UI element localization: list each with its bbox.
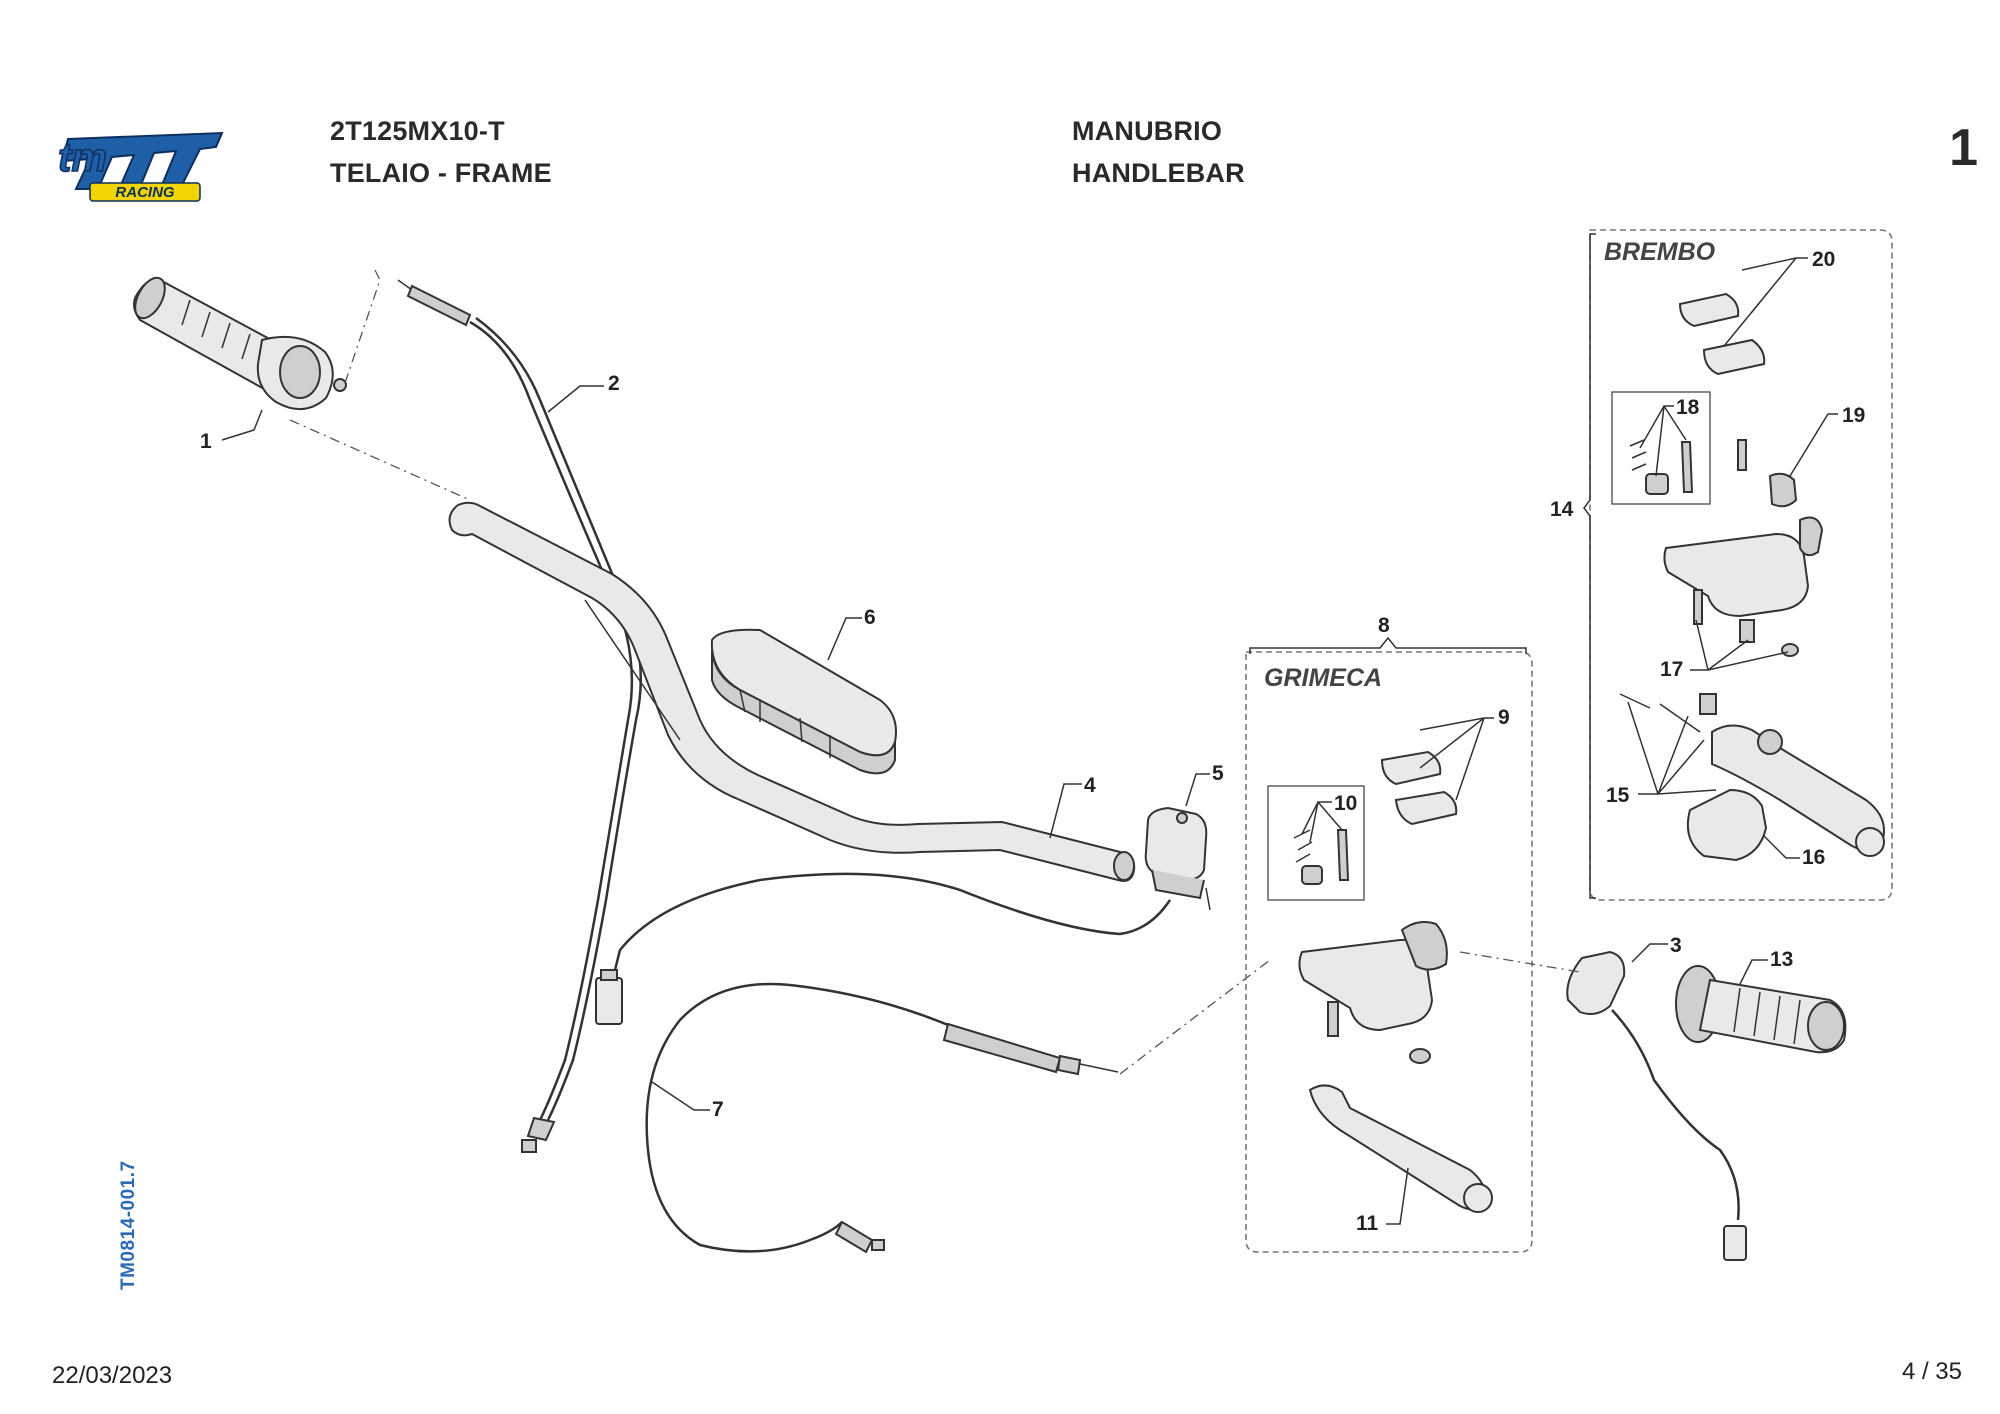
right-switch-part: [1566, 950, 1747, 1261]
callout-7: 7: [651, 1081, 724, 1121]
callout-1: 1: [200, 409, 263, 453]
callout-6: 6: [827, 606, 876, 661]
callout-8: 8: [1378, 614, 1390, 637]
callout-10: 10: [1301, 792, 1357, 843]
handlebar-part: [448, 501, 1136, 882]
callout-14: 14: [1550, 498, 1574, 521]
callout-2: 2: [547, 372, 620, 413]
model-code: 2T125MX10-T: [330, 116, 505, 146]
svg-text:5: 5: [1212, 762, 1224, 785]
svg-text:2: 2: [608, 372, 620, 395]
callout-16: 16: [1763, 835, 1825, 869]
callout-20: 20: [1723, 248, 1835, 347]
clutch-cable-part: [645, 982, 1119, 1254]
callout-11: 11: [1356, 1167, 1409, 1235]
svg-text:7: 7: [712, 1098, 724, 1121]
logo-letters: tm: [58, 136, 107, 180]
svg-text:6: 6: [864, 606, 876, 629]
svg-text:13: 13: [1770, 948, 1793, 971]
svg-text:14: 14: [1550, 498, 1574, 521]
page-counter: 4 / 35: [1901, 1358, 1962, 1385]
callout-18: 18: [1639, 396, 1700, 477]
callout-9: 9: [1419, 706, 1510, 801]
svg-text:19: 19: [1842, 404, 1865, 427]
throttle-cable-part: [397, 279, 643, 1153]
svg-text:20: 20: [1812, 248, 1835, 271]
group-title-en: HANDLEBAR: [1072, 158, 1245, 188]
print-date: 22/03/2023: [52, 1362, 173, 1389]
svg-text:16: 16: [1802, 846, 1825, 869]
table-number: 1: [1949, 119, 1978, 177]
brembo-master-cylinder-part: [1619, 292, 1885, 862]
throttle-grip-part: [133, 276, 347, 410]
svg-text:1: 1: [200, 430, 212, 453]
callout-15: 15: [1606, 701, 1717, 807]
svg-text:8: 8: [1378, 614, 1390, 637]
grimeca-master-cylinder-part: [1293, 750, 1493, 1213]
callout-13: 13: [1739, 948, 1793, 985]
grimeca-brand-label: GRIMECA: [1264, 664, 1382, 692]
svg-text:18: 18: [1676, 396, 1700, 419]
logo-racing: RACING: [115, 184, 174, 201]
svg-text:3: 3: [1670, 934, 1682, 957]
kill-switch-part: [1144, 806, 1211, 911]
callout-3: 3: [1631, 934, 1682, 963]
tm-racing-logo: tm RACING: [57, 131, 224, 202]
svg-text:4: 4: [1084, 774, 1096, 797]
callout-17: 17: [1660, 619, 1789, 681]
section-title: TELAIO - FRAME: [330, 158, 552, 188]
brembo-brand-label: BREMBO: [1604, 238, 1716, 266]
group-title-it: MANUBRIO: [1072, 116, 1223, 146]
svg-text:10: 10: [1334, 792, 1357, 815]
callout-19: 19: [1789, 404, 1865, 477]
callout-4: 4: [1049, 774, 1096, 839]
handlebar-pad-part: [710, 628, 897, 775]
left-grip-part: [1675, 965, 1847, 1054]
callout-5: 5: [1185, 762, 1224, 807]
svg-text:15: 15: [1606, 784, 1630, 807]
svg-text:9: 9: [1498, 706, 1510, 729]
svg-text:17: 17: [1660, 658, 1683, 681]
svg-text:11: 11: [1356, 1212, 1379, 1235]
